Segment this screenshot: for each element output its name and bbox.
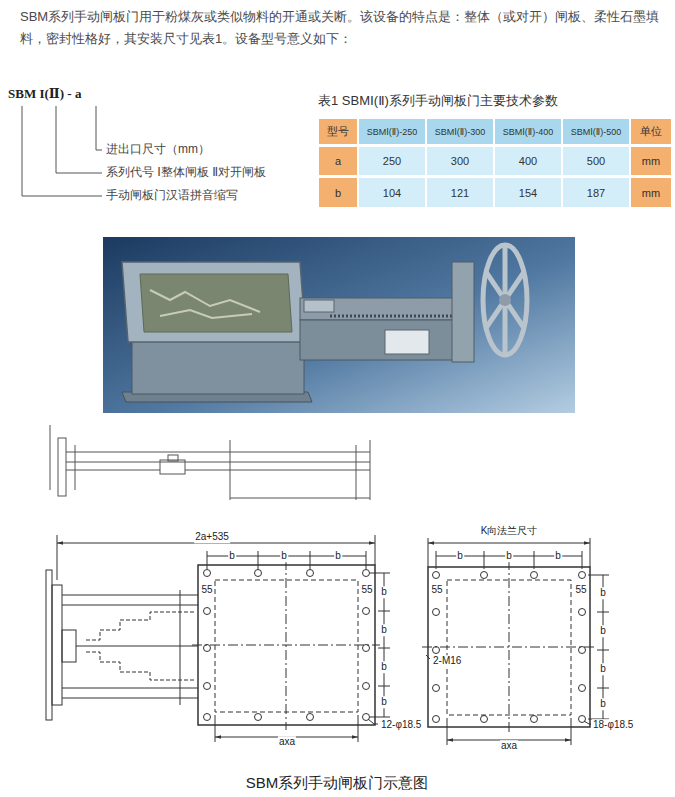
table-cell: 单位 bbox=[630, 118, 672, 145]
table-cell: 500 bbox=[562, 146, 630, 176]
table-text: SBMⅠ(Ⅱ)-500 bbox=[571, 127, 622, 137]
dimension-label: axa bbox=[278, 736, 296, 748]
dimension-label: K向法兰尺寸 bbox=[480, 525, 539, 537]
table-text: SBMⅠ(Ⅱ)-250 bbox=[367, 127, 418, 137]
dimension-label: b bbox=[505, 550, 513, 562]
table-text: SBMⅠ(Ⅱ)-400 bbox=[503, 127, 554, 137]
table-text: b bbox=[335, 187, 341, 199]
dimension-label: 12-φ18.5 bbox=[380, 719, 422, 731]
product-photo bbox=[103, 237, 575, 413]
dimension-label: b bbox=[599, 587, 607, 599]
table-cell: 型号 bbox=[318, 118, 358, 145]
table-cell: 187 bbox=[562, 177, 630, 208]
table-text: 型号 bbox=[327, 124, 349, 139]
figure-caption: SBM系列手动闸板门示意图 bbox=[246, 774, 429, 791]
table-text: 187 bbox=[587, 187, 605, 199]
table-cell: a bbox=[318, 146, 358, 176]
dimension-label: b bbox=[334, 550, 342, 562]
dimension-label: b bbox=[599, 663, 607, 675]
table-cell: b bbox=[318, 177, 358, 208]
table-title: 表1 SBMⅠ(Ⅱ)系列手动闸板门主要技术参数 bbox=[318, 94, 558, 109]
code-explanation: 手动闸板门汉语拼音缩写 bbox=[106, 189, 238, 203]
table-cell: 250 bbox=[358, 146, 426, 176]
table-text: 104 bbox=[383, 187, 401, 199]
dimension-label: b bbox=[554, 550, 562, 562]
dimension-label: 18-φ18.5 bbox=[592, 719, 634, 731]
table-text: mm bbox=[642, 155, 660, 167]
table-cell: SBMⅠ(Ⅱ)-300 bbox=[426, 118, 494, 145]
dimension-label: 55 bbox=[574, 584, 587, 596]
dimension-label: b bbox=[380, 696, 388, 708]
dimension-label: 55 bbox=[360, 584, 373, 596]
dimension-label: b bbox=[380, 624, 388, 636]
table-text: 250 bbox=[383, 155, 401, 167]
front-view-drawing bbox=[46, 535, 390, 742]
dimension-label: b bbox=[380, 586, 388, 598]
table-text: 500 bbox=[587, 155, 605, 167]
table-cell: SBMⅠ(Ⅱ)-500 bbox=[562, 118, 630, 145]
table-text: 400 bbox=[519, 155, 537, 167]
code-explanation: 进出口尺寸（mm） bbox=[106, 143, 210, 157]
dimension-label: b bbox=[380, 661, 388, 673]
table-cell: 400 bbox=[494, 146, 562, 176]
table-cell: SBMⅠ(Ⅱ)-250 bbox=[358, 118, 426, 145]
dimension-label: axa bbox=[500, 740, 518, 752]
table-text: 154 bbox=[519, 187, 537, 199]
table-cell: 104 bbox=[358, 177, 426, 208]
table-cell: SBMⅠ(Ⅱ)-400 bbox=[494, 118, 562, 145]
table-text: mm bbox=[642, 187, 660, 199]
table-text: 300 bbox=[451, 155, 469, 167]
dimension-label: b bbox=[228, 550, 236, 562]
side-view bbox=[50, 425, 370, 500]
dimension-label: b bbox=[599, 698, 607, 710]
table-text: SBMⅠ(Ⅱ)-300 bbox=[435, 127, 486, 137]
dimension-label: 55 bbox=[430, 584, 443, 596]
flange-drawing bbox=[422, 538, 609, 745]
table-cell: mm bbox=[630, 177, 672, 208]
table-text: 单位 bbox=[640, 124, 662, 139]
leader-lines bbox=[22, 106, 102, 196]
model-code: SBM I(Ⅱ) - a bbox=[8, 87, 81, 102]
table-cell: 121 bbox=[426, 177, 494, 208]
code-explanation: 系列代号 Ⅰ整体闸板 Ⅱ对开闸板 bbox=[106, 166, 266, 180]
dimension-label: 2a+535 bbox=[194, 531, 230, 543]
dimension-label: 2-M16 bbox=[432, 655, 462, 667]
table-cell: 154 bbox=[494, 177, 562, 208]
table-cell: 300 bbox=[426, 146, 494, 176]
dimension-label: b bbox=[280, 550, 288, 562]
table-cell: mm bbox=[630, 146, 672, 176]
table-text: a bbox=[335, 155, 341, 167]
dimension-label: 55 bbox=[200, 584, 213, 596]
dimension-label: b bbox=[599, 625, 607, 637]
table-text: 121 bbox=[451, 187, 469, 199]
dimension-label: b bbox=[456, 550, 464, 562]
intro-text: SBM系列手动闸板门用于粉煤灰或类似物料的开通或关断。该设备的特点是：整体（或对… bbox=[20, 6, 665, 50]
